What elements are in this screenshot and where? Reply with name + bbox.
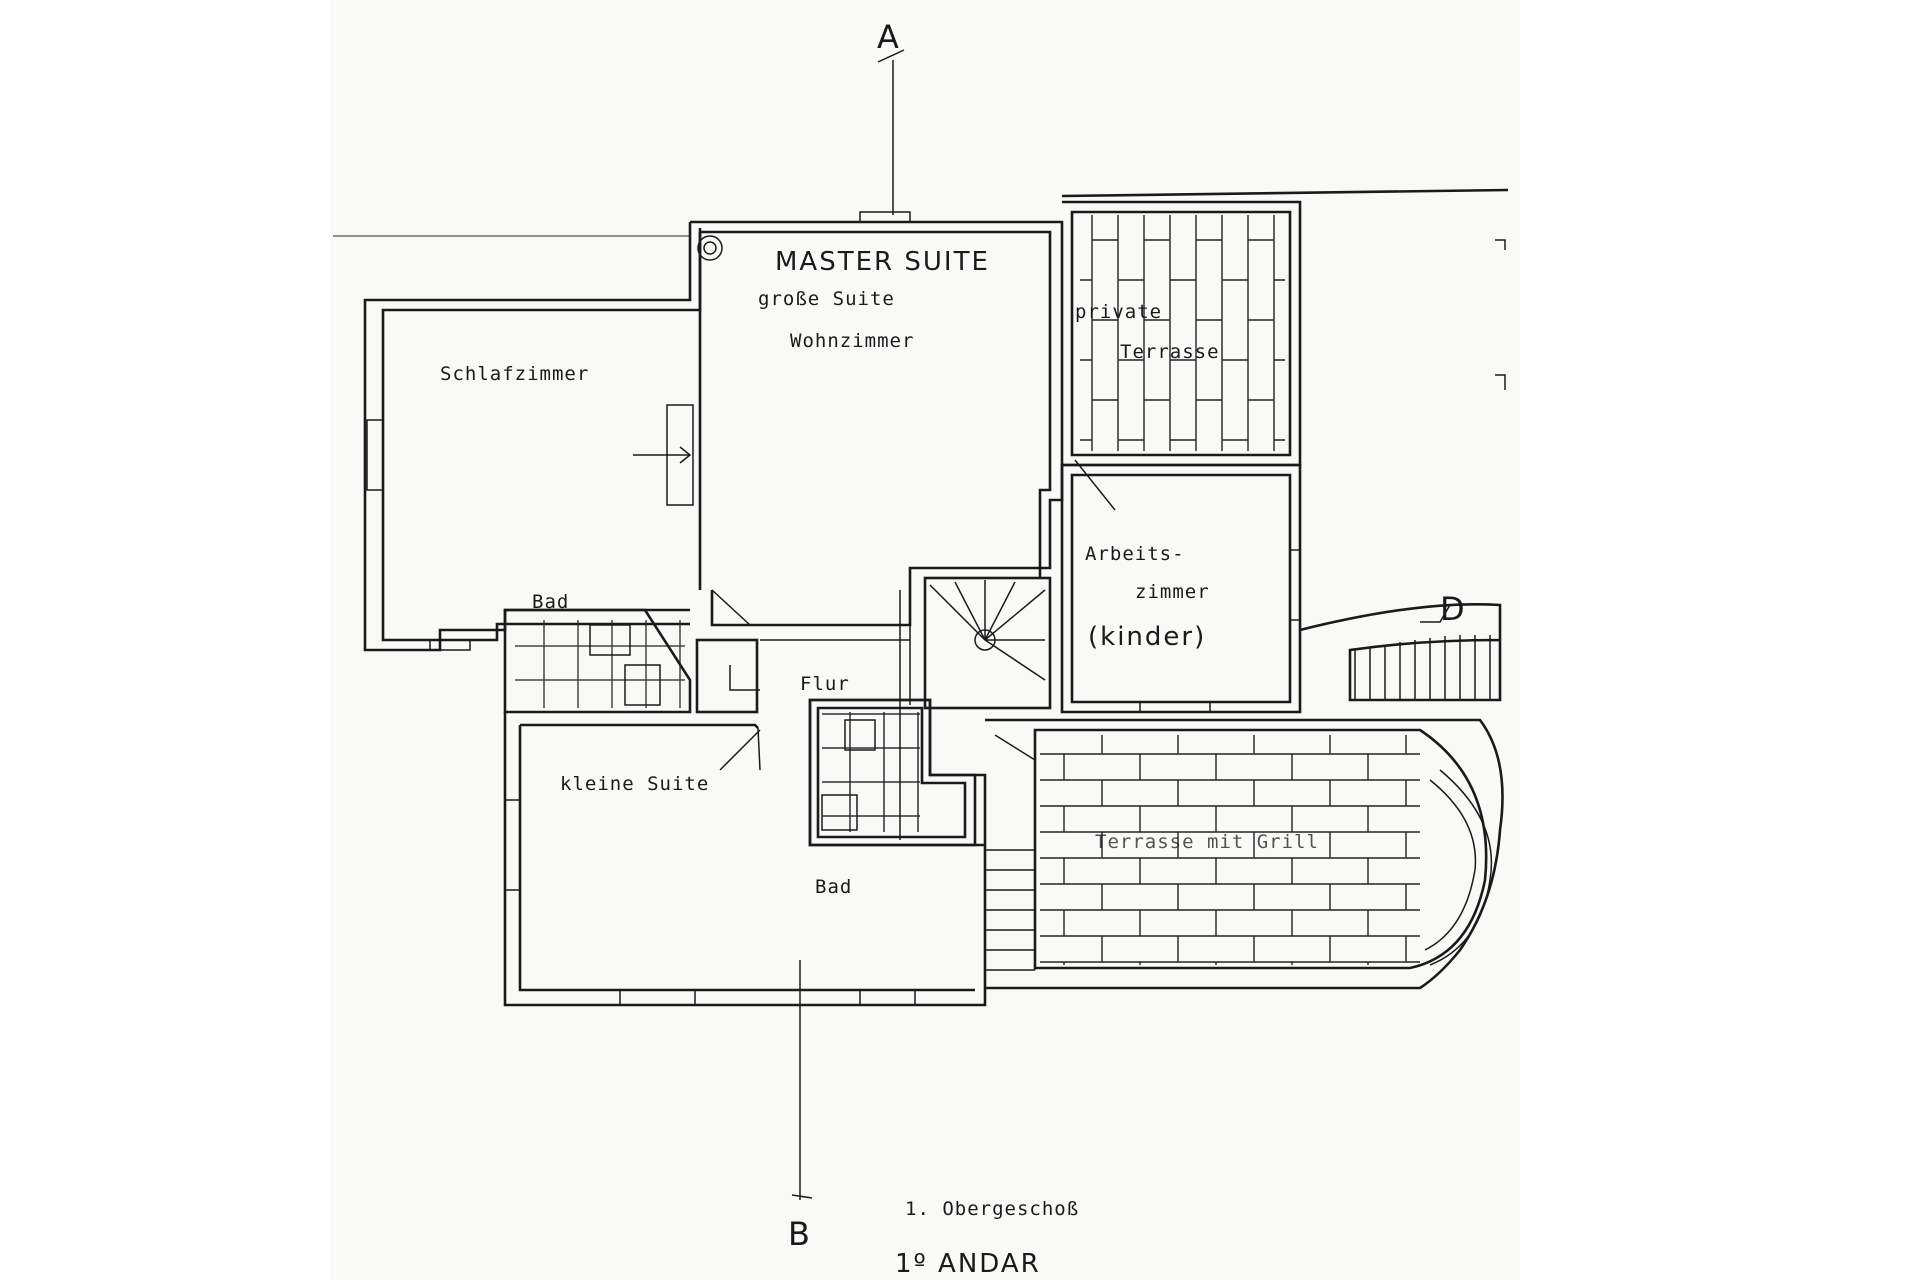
room-label-terrasse-grill: Terrasse mit Grill bbox=[1095, 831, 1319, 853]
room-label-bad-large: Bad bbox=[815, 876, 852, 898]
section-d-label: D bbox=[1440, 590, 1465, 628]
schlafzimmer-room bbox=[363, 222, 702, 652]
flur-corridor bbox=[695, 625, 911, 714]
room-label-bad-small: Bad bbox=[532, 591, 569, 613]
floor-caption: 1. Obergeschoß bbox=[905, 1198, 1079, 1220]
section-b-label: B bbox=[788, 1215, 810, 1253]
section-a-label: A bbox=[877, 18, 899, 56]
room-label-kleine-suite: kleine Suite bbox=[560, 773, 709, 795]
private-terrasse bbox=[1062, 200, 1302, 511]
bad-small-room bbox=[503, 608, 692, 714]
room-label-grosse-suite: große Suite bbox=[758, 288, 895, 310]
room-label-flur: Flur bbox=[800, 673, 850, 695]
room-label-zimmer: zimmer bbox=[1135, 581, 1210, 603]
bad-large-fixtures bbox=[808, 590, 977, 847]
north-boundary-wall bbox=[1061, 188, 1509, 198]
room-label-wohnzimmer: Wohnzimmer bbox=[790, 330, 914, 352]
room-label-private: private bbox=[1075, 301, 1162, 323]
room-label-master-suite: MASTER SUITE bbox=[775, 247, 990, 277]
floor-caption-portuguese: 1º ANDAR bbox=[895, 1249, 1041, 1279]
section-d-stair bbox=[1299, 239, 1506, 702]
room-label-kinder: (kinder) bbox=[1088, 622, 1206, 652]
section-b-marker bbox=[791, 960, 813, 1200]
room-label-arbeits: Arbeits- bbox=[1085, 543, 1185, 565]
room-label-terrasse: Terrasse bbox=[1120, 341, 1220, 363]
stair bbox=[923, 576, 1052, 710]
master-suite-room bbox=[690, 211, 1064, 627]
arbeitszimmer-room bbox=[1060, 463, 1302, 714]
room-label-schlafzimmer: Schlafzimmer bbox=[440, 363, 589, 385]
terrasse-grill bbox=[985, 718, 1504, 990]
section-a-marker bbox=[877, 49, 905, 215]
